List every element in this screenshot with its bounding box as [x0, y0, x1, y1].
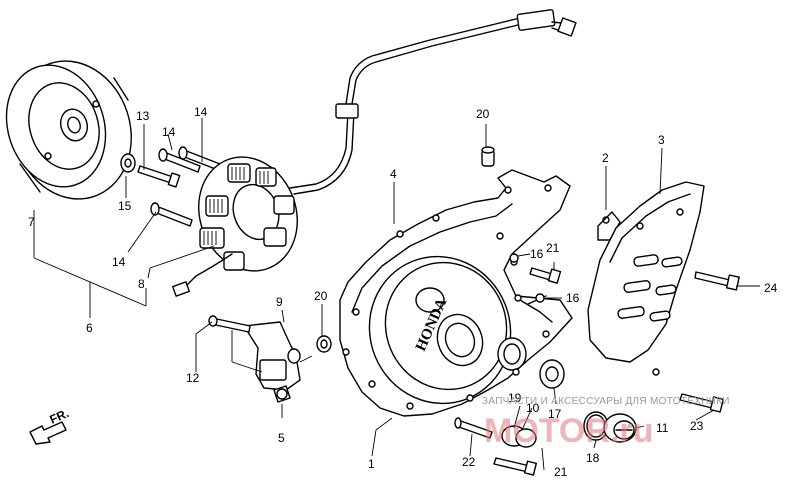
callout-19: 19	[508, 391, 522, 405]
plug-small	[501, 425, 537, 448]
crankcase-cover: HONDA	[339, 169, 573, 417]
cover-bolt-16-lower	[535, 293, 545, 303]
callout-7: 7	[28, 215, 35, 229]
leader-lines	[33, 118, 760, 471]
sprocket-cover	[587, 181, 705, 376]
dowel-pin-top	[481, 146, 495, 167]
callout-1: 1	[368, 457, 375, 471]
watermark-text: ЗАПЧАСТИ И АКСЕССУАРЫ ДЛЯ МОТОТЕХНИКИ	[482, 396, 730, 407]
callout-18: 18	[586, 451, 600, 465]
dowel-pin-left	[316, 335, 332, 353]
pulse-generator-screw	[208, 315, 251, 333]
callout-17: 17	[548, 407, 562, 421]
callout-15: 15	[118, 199, 132, 213]
callout-11: 11	[656, 421, 669, 435]
cover-bolt-21-upper	[529, 267, 562, 284]
pulse-generator	[243, 321, 301, 403]
cover-bolt-21-lower	[493, 457, 538, 476]
sprocket-cover-bolt-24	[694, 271, 740, 291]
callout-5: 5	[278, 431, 285, 445]
wire-harness	[335, 9, 577, 119]
timing-hole-cap	[603, 413, 637, 443]
flywheel-rotor	[5, 60, 132, 200]
callout-6: 6	[86, 321, 93, 335]
callout-16-upper: 16	[530, 247, 544, 261]
callout-14-top-right: 14	[194, 105, 208, 119]
front-direction-arrow: FR.	[29, 406, 71, 445]
callout-21-lower: 21	[554, 465, 568, 479]
oil-seal	[539, 359, 565, 389]
cover-bolt-16-upper	[509, 253, 519, 263]
callout-24: 24	[764, 281, 778, 295]
callout-12: 12	[186, 371, 200, 385]
washer	[120, 153, 136, 173]
callout-3: 3	[658, 133, 665, 147]
callout-20-left: 20	[314, 289, 328, 303]
callout-10: 10	[526, 401, 540, 415]
callout-16-lower: 16	[566, 291, 580, 305]
callout-14-lower: 14	[112, 255, 126, 269]
watermark-logo: MOTOR.ru	[484, 412, 653, 450]
callout-8: 8	[138, 277, 145, 291]
cover-bolt-22	[454, 417, 493, 439]
callout-9: 9	[276, 295, 283, 309]
callout-23: 23	[690, 419, 704, 433]
stator-screw-upper-1	[158, 148, 201, 173]
callout-2: 2	[602, 151, 609, 165]
callout-labels: 1 2 3 4 5 6 7 8 9 10 11 12 13 14 14 14 1…	[28, 105, 778, 479]
stator-assembly	[172, 111, 355, 297]
callout-22: 22	[462, 455, 476, 469]
front-direction-label: FR.	[48, 406, 71, 427]
sprocket-cover-bolt-23	[679, 393, 725, 413]
callout-21-upper: 21	[546, 241, 560, 255]
callout-4: 4	[390, 167, 397, 181]
callout-14-top-left: 14	[162, 125, 176, 139]
watermark: ЗАПЧАСТИ И АКСЕССУАРЫ ДЛЯ МОТОТЕХНИКИ MO…	[482, 396, 730, 450]
flywheel-bolt	[137, 165, 181, 188]
stator-screw-lower	[150, 202, 193, 227]
callout-20-top: 20	[476, 107, 490, 121]
callout-13: 13	[136, 109, 150, 123]
